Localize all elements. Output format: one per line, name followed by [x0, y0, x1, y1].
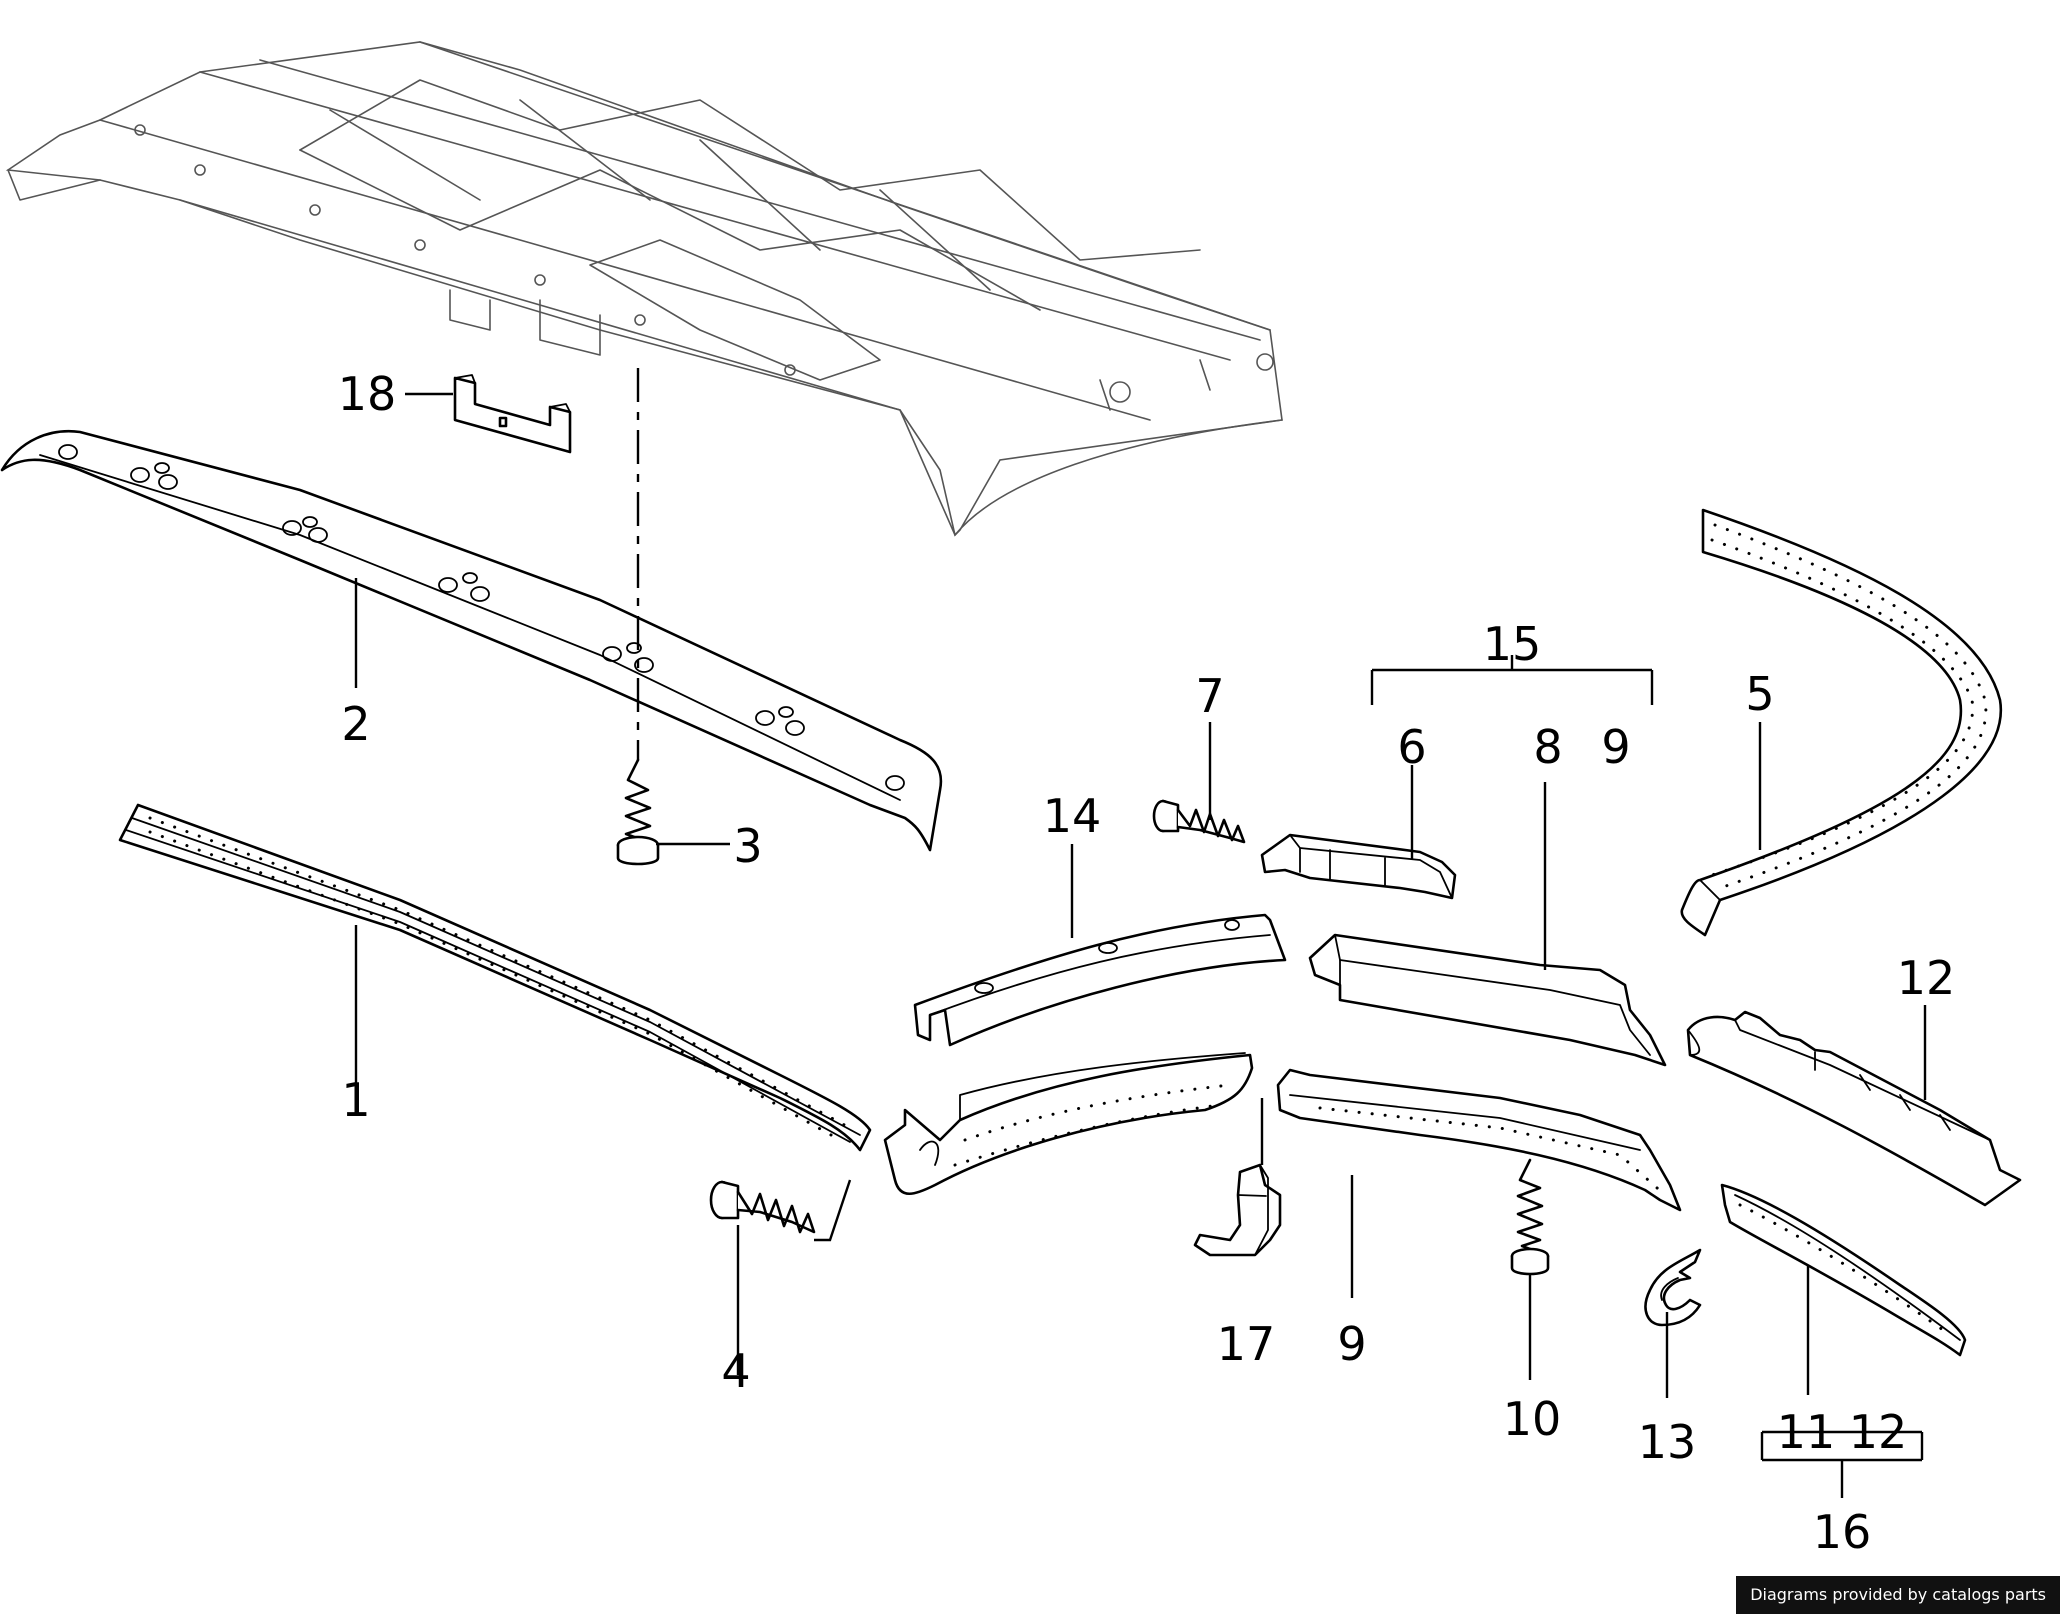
label-11: 11 — [1777, 1405, 1836, 1459]
label-4: 4 — [721, 1344, 750, 1398]
part-5-seal — [1680, 508, 2003, 937]
part-9-strip — [1276, 1068, 1682, 1212]
label-1: 1 — [341, 1073, 370, 1127]
label-6: 6 — [1397, 720, 1426, 774]
part-17-bracket — [1193, 1163, 1282, 1257]
label-17: 17 — [1217, 1317, 1276, 1371]
label-10: 10 — [1503, 1392, 1562, 1446]
callout-labels: 18 2 3 1 4 14 7 15 6 8 9 5 12 17 9 10 13… — [338, 367, 1956, 1559]
label-5: 5 — [1745, 667, 1774, 721]
seal-curved-centre — [883, 1052, 1254, 1196]
label-3: 3 — [733, 819, 762, 873]
leader-lines — [354, 392, 1927, 1498]
label-7: 7 — [1195, 669, 1224, 723]
part-6-clip — [1260, 833, 1457, 900]
part-7-screw — [1152, 799, 1246, 844]
part-4-screw — [709, 1180, 816, 1234]
part-18-bracket — [453, 374, 572, 454]
label-14: 14 — [1043, 789, 1102, 843]
credit-footer: Diagrams provided by catalogs parts — [1736, 1576, 2060, 1614]
label-18: 18 — [338, 367, 397, 421]
part-2-rail — [0, 429, 943, 852]
part-8-gutter — [1308, 933, 1667, 1067]
part-11-seal — [1720, 1183, 1967, 1357]
part-1-seal — [118, 803, 872, 1152]
label-12-bottom: 12 — [1849, 1405, 1908, 1459]
label-12-right: 12 — [1897, 951, 1956, 1005]
part-13-hook — [1644, 1248, 1702, 1327]
part-14-channel — [913, 913, 1287, 1047]
label-8: 8 — [1533, 720, 1562, 774]
label-15: 15 — [1483, 617, 1542, 671]
label-13: 13 — [1638, 1415, 1697, 1469]
label-9-top: 9 — [1601, 720, 1630, 774]
label-16: 16 — [1813, 1505, 1872, 1559]
part-10-screw — [1510, 1158, 1550, 1276]
label-2: 2 — [341, 697, 370, 751]
roof-frame — [5, 41, 1283, 537]
part-3-screw — [616, 758, 660, 866]
label-9-bottom: 9 — [1337, 1317, 1366, 1371]
part-12-trim — [1686, 1010, 2022, 1207]
